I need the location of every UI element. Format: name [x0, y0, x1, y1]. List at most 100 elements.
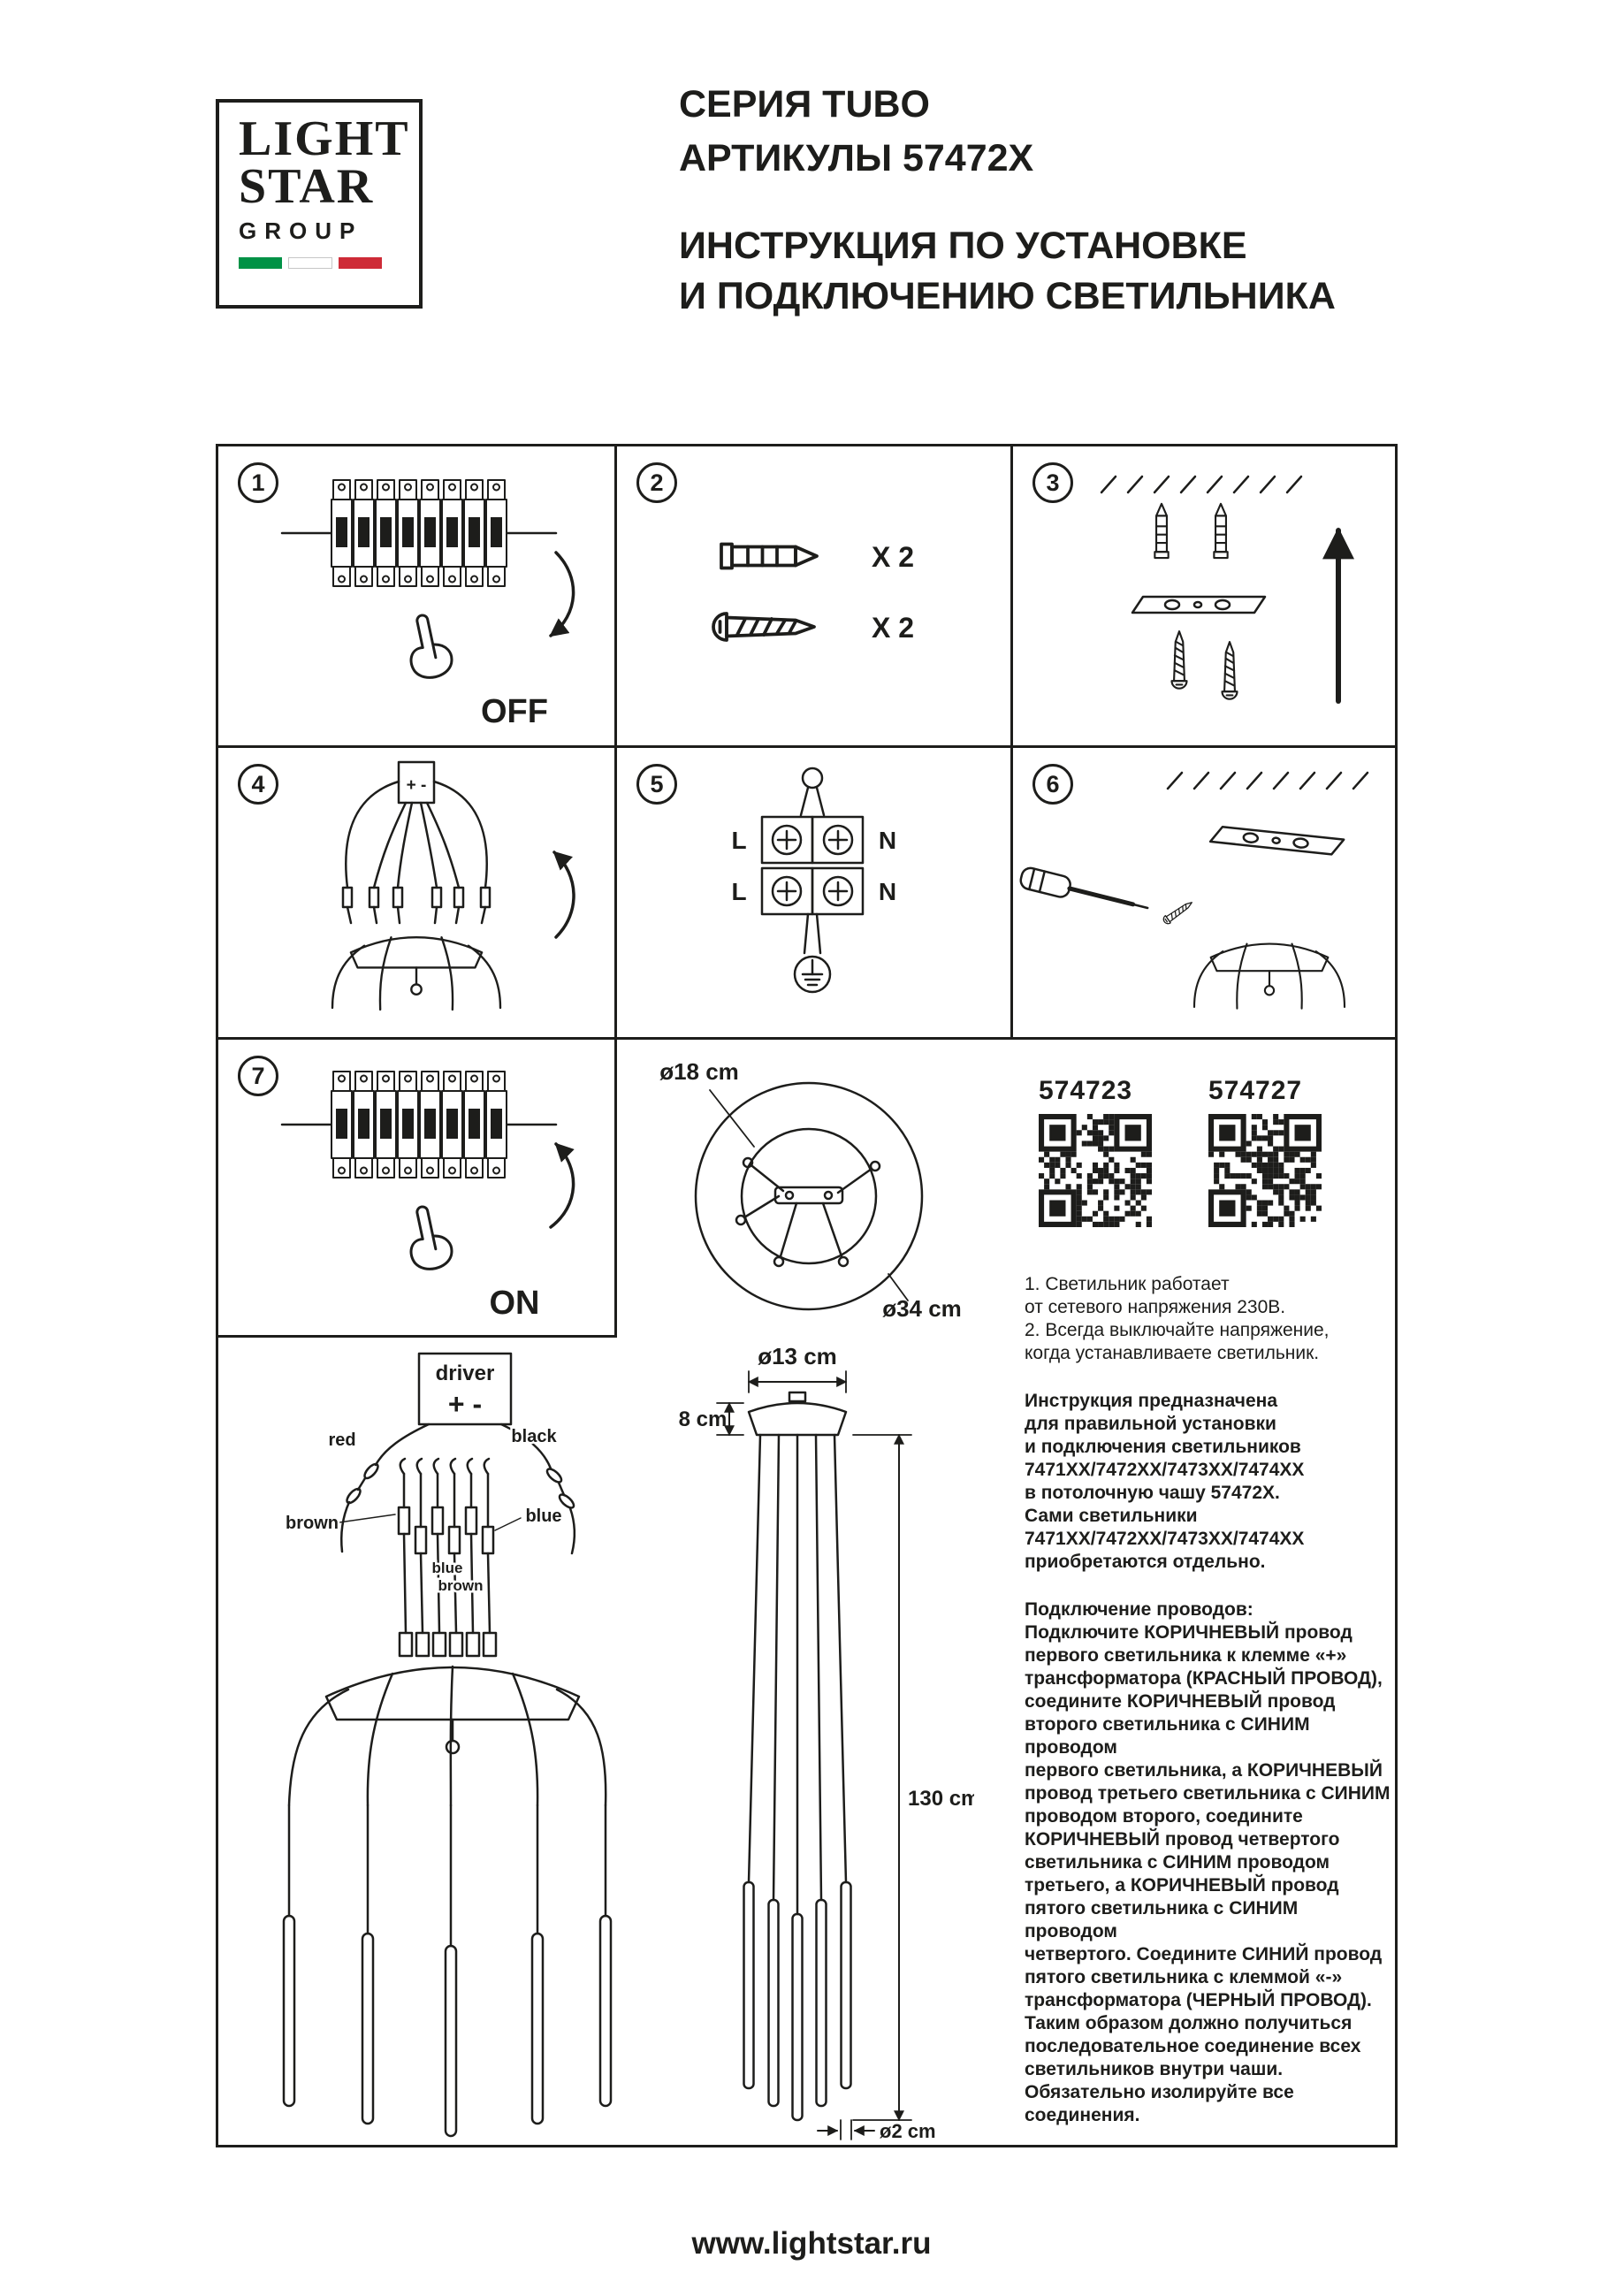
screw-icon — [1161, 898, 1195, 927]
logo-text-group: GROUP — [239, 217, 363, 244]
step3-illustration — [1100, 475, 1354, 704]
cup-diameter-label: ø13 cm — [758, 1343, 837, 1369]
divider — [218, 1335, 617, 1338]
blue-wire-label: blue — [525, 1507, 561, 1526]
step7-caption: ON — [490, 1285, 540, 1322]
screw-icon — [712, 612, 816, 642]
screw-quantity: X 2 — [872, 612, 914, 644]
step4-illustration: + - — [331, 760, 575, 1011]
step-3-number: 3 — [1032, 462, 1073, 503]
divider — [1010, 446, 1013, 1040]
logo-text-light: LIGHT — [239, 111, 410, 166]
screwdriver-icon — [1019, 866, 1149, 910]
pendant-tubes — [282, 1804, 613, 2138]
step2-illustration: X 2 X 2 — [712, 541, 914, 644]
italian-flag-icon — [239, 257, 383, 269]
mounting-bracket-icon — [1208, 824, 1345, 857]
step1-caption: OFF — [481, 693, 548, 730]
step1-illustration: OFF — [218, 446, 575, 730]
product-code-574723: 574723 — [1039, 1076, 1133, 1105]
terminal-label-l-top: L — [731, 827, 746, 854]
pointing-hand-icon — [400, 1201, 457, 1275]
wire-connectors — [341, 886, 491, 925]
step-4-cell: 4 + - — [218, 748, 614, 1037]
blue-inner-wire-label: blue — [432, 1560, 463, 1576]
ceiling-hatch-icon — [1166, 771, 1369, 790]
divider — [218, 1037, 1395, 1040]
canopy-icon — [331, 936, 502, 1011]
step-1-number: 1 — [238, 462, 278, 503]
rotate-arrow-icon — [549, 551, 575, 637]
article-number: АРТИКУЛЫ 57472X — [679, 137, 1034, 179]
series-title: СЕРИЯ TUBO — [679, 83, 930, 126]
step-5-cell: 5 L N L N — [617, 748, 1010, 1037]
screw-icon — [1170, 630, 1188, 690]
step5-illustration: L N L N — [731, 767, 896, 994]
dowel-icon — [720, 542, 819, 570]
qr-code-right — [1208, 1114, 1322, 1227]
lightstar-logo: LIGHT STAR GROUP — [216, 99, 423, 309]
step-4-number: 4 — [238, 764, 278, 805]
step-5-number: 5 — [636, 764, 677, 805]
black-wire-label: black — [511, 1427, 557, 1446]
anchor-icon — [1154, 502, 1170, 560]
breaker-panel-icon — [282, 1072, 556, 1178]
screw-icon — [1221, 641, 1238, 700]
dowel-quantity: X 2 — [872, 541, 914, 573]
terminal-label-n-bottom: N — [879, 878, 896, 905]
inner-diameter-label: ø18 cm — [659, 1058, 739, 1085]
pointing-hand-icon — [400, 609, 457, 683]
pendant-tubes — [743, 1433, 852, 2122]
step-6-cell: 6 — [1013, 748, 1395, 1037]
step-2-number: 2 — [636, 462, 677, 503]
wiring-note-title: Подключение проводов: — [1025, 1599, 1253, 1620]
connector-row — [398, 1631, 498, 1658]
step-1-cell: 1 OFF — [218, 446, 614, 745]
driver-polarity: + - — [407, 776, 427, 795]
voltage-warning: 1. Светильник работает от сетевого напря… — [1025, 1274, 1330, 1363]
step-2-cell: 2 X 2 X 2 — [617, 446, 1010, 745]
step-7-number: 7 — [238, 1056, 278, 1096]
notes-column: 1. Светильник работает от сетевого напря… — [1025, 1273, 1391, 2152]
step7-illustration: ON — [218, 1040, 575, 1322]
brown-wire-label: brown — [286, 1514, 339, 1533]
breaker-panel-icon — [282, 480, 556, 586]
bracket-icon — [773, 1186, 844, 1205]
terminal-label-n-top: N — [879, 827, 896, 854]
anchor-icon — [1213, 502, 1229, 560]
step6-illustration — [1019, 771, 1369, 1010]
step-7-cell: 7 ON — [218, 1040, 614, 1335]
driver-label: driver — [436, 1362, 495, 1385]
rotate-arrow-icon — [552, 851, 575, 939]
product-code-574727: 574727 — [1208, 1076, 1303, 1105]
rotate-arrow-icon — [549, 1142, 575, 1229]
qr-code-left — [1039, 1114, 1152, 1227]
ceiling-hatch-icon — [1100, 475, 1303, 494]
logo-text-star: STAR — [239, 159, 375, 214]
step-3-cell: 3 — [1013, 446, 1395, 745]
instruction-grid: 1 OFF 2 X 2 X 2 3 — [216, 444, 1398, 2147]
driver-box — [417, 1352, 513, 1426]
outer-diameter-label: ø34 cm — [882, 1295, 962, 1322]
terminal-label-l-bottom: L — [731, 878, 746, 905]
footer-url: www.lightstar.ru — [691, 2226, 932, 2261]
divider — [614, 446, 617, 1338]
driver-polarity-label: + - — [448, 1388, 482, 1420]
step-6-number: 6 — [1032, 764, 1073, 805]
instruction-title: ИНСТРУКЦИЯ ПО УСТАНОВКЕ И ПОДКЛЮЧЕНИЮ СВ… — [679, 225, 1336, 317]
canopy-icon — [1192, 942, 1346, 1010]
document-header: СЕРИЯ TUBO АРТИКУЛЫ 57472X ИНСТРУКЦИЯ ПО… — [679, 83, 1336, 322]
canopy-top-view-diagram: ø18 cm ø34 cm — [659, 1058, 962, 1322]
lamp-wire-connectors — [397, 1457, 495, 1635]
tube-diameter-label: ø2 cm — [880, 2120, 936, 2141]
drop-length-label: 130 cm — [908, 1787, 974, 1811]
canopy-icon — [747, 1401, 848, 1437]
mounting-bracket-icon — [1131, 595, 1267, 614]
red-wire-label: red — [328, 1430, 355, 1450]
pendant-dimension-drawing: ø13 cm 8 cm 130 cm ø2 cm — [679, 1343, 974, 2141]
wiring-note-body: Подключите КОРИЧНЕВЫЙ провод первого све… — [1025, 1622, 1391, 2125]
inner-circle — [740, 1127, 878, 1265]
brown-inner-wire-label: brown — [438, 1577, 484, 1594]
cup-height-label: 8 cm — [679, 1407, 728, 1431]
